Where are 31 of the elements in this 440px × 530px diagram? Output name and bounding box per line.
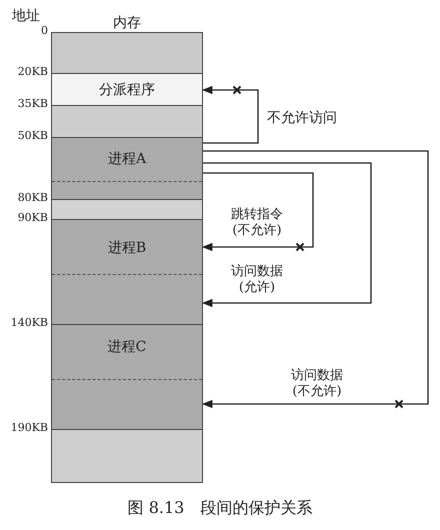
segment-label: 进程A bbox=[106, 151, 148, 167]
edge-label: 跳转指令 (不允许) bbox=[230, 207, 284, 239]
arrow bbox=[202, 150, 429, 408]
memory-segment bbox=[52, 430, 202, 482]
address-label: 50KB bbox=[18, 130, 48, 142]
segment-label: 进程C bbox=[106, 339, 148, 355]
figure-caption: 图 8.13 段间的保护关系 bbox=[128, 498, 312, 517]
segment-label: 进程B bbox=[106, 240, 148, 256]
address-label: 35KB bbox=[18, 98, 48, 110]
arrow bbox=[202, 172, 314, 252]
address-label: 80KB bbox=[18, 192, 48, 204]
memory-segment bbox=[52, 74, 202, 106]
address-label: 20KB bbox=[18, 66, 48, 78]
memory-segment bbox=[52, 325, 202, 430]
arrow bbox=[202, 162, 372, 308]
edge-label: 不允许访问 bbox=[265, 110, 339, 126]
address-label: 0 bbox=[41, 25, 48, 37]
memory-segment bbox=[52, 200, 202, 220]
address-label: 90KB bbox=[18, 212, 48, 224]
arrow bbox=[202, 86, 259, 144]
memory-segment bbox=[52, 106, 202, 138]
segment-label: 分派程序 bbox=[98, 82, 156, 98]
memory-segment bbox=[52, 138, 202, 200]
memory-segment bbox=[52, 220, 202, 325]
address-label: 140KB bbox=[10, 317, 48, 329]
address-label: 190KB bbox=[10, 422, 48, 434]
edge-label: 访问数据 (不允许) bbox=[290, 368, 344, 400]
memory-segment bbox=[52, 33, 202, 74]
axis-title: 地址 bbox=[12, 8, 40, 24]
edge-label: 访问数据 (允许) bbox=[230, 264, 284, 296]
column-heading: 内存 bbox=[112, 15, 142, 31]
